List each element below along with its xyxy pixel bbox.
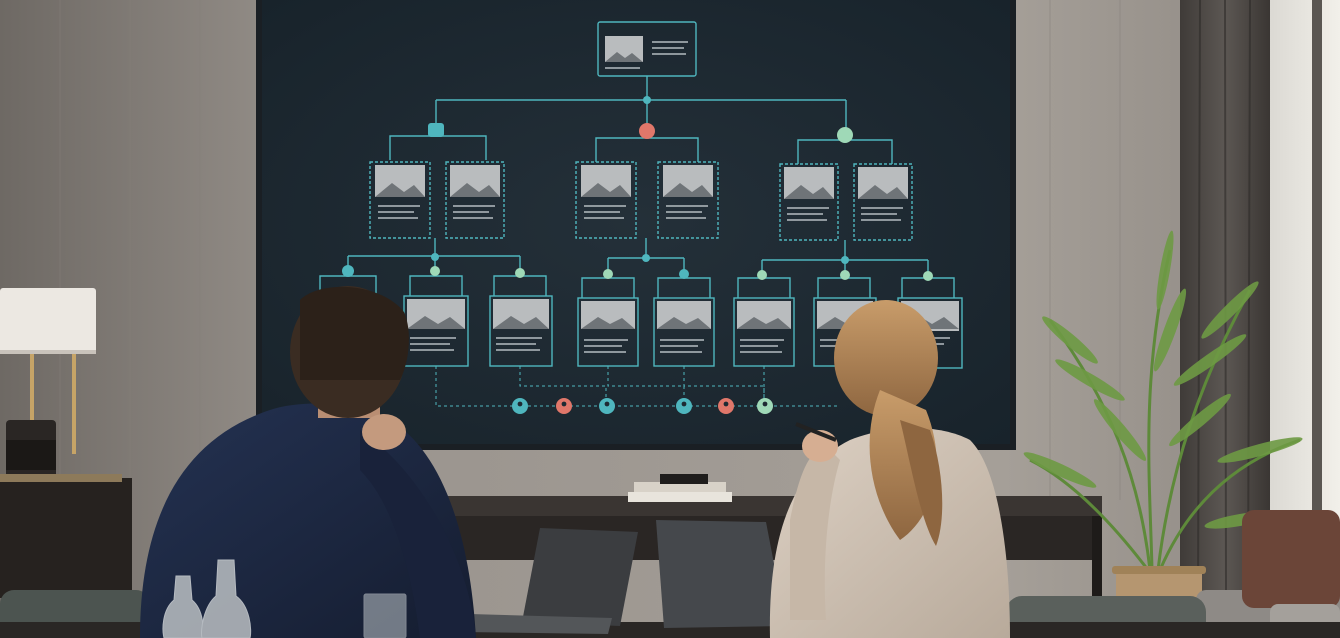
potted-plant [1023,230,1303,624]
laptop-right [656,520,786,628]
glass [363,593,407,638]
floor-lamp [0,288,96,480]
books [628,474,732,502]
laptop-left [462,528,638,634]
bottom-icons [512,398,773,414]
side-table [0,478,132,598]
water-bottles [162,559,252,638]
woman [769,300,1010,638]
wall-panels [59,0,1121,500]
connector-nodes [342,96,933,281]
card-thumbnails [375,36,959,331]
window [1260,0,1340,560]
window-frame [1312,0,1322,560]
card-text-lines [378,41,950,353]
